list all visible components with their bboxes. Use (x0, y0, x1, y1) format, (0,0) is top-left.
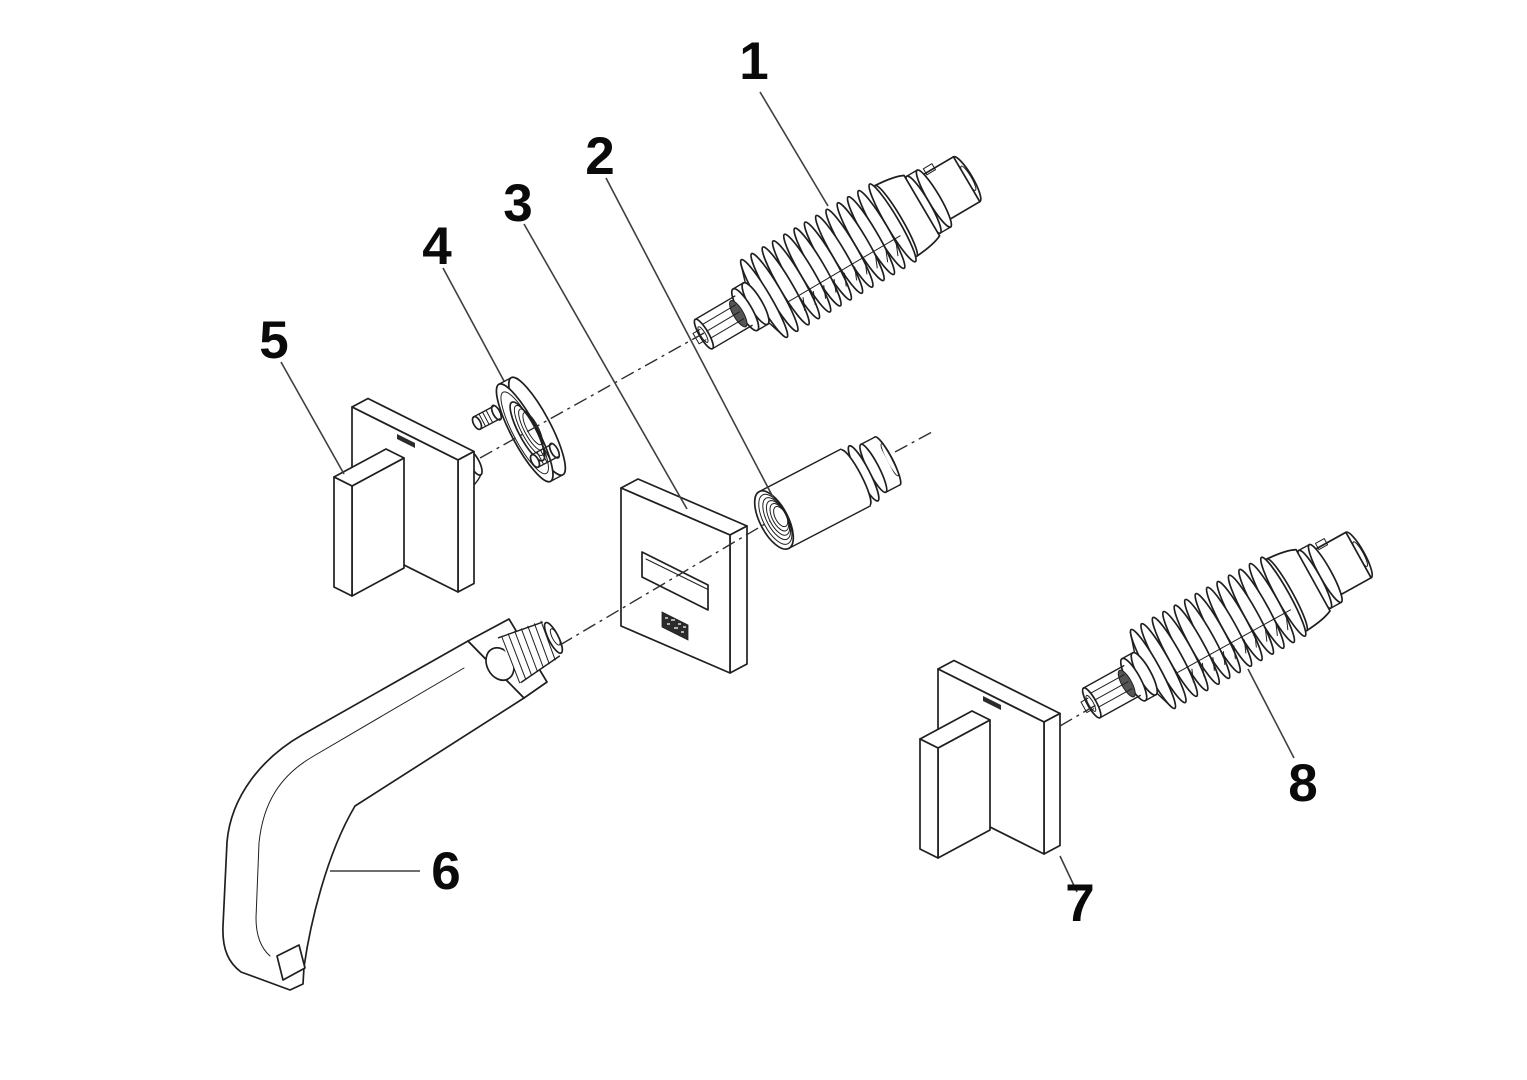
spout-thread-nipple (497, 620, 564, 684)
leader-line-4 (442, 267, 505, 382)
callout-4: 4 (422, 217, 452, 276)
leader-line-5 (280, 361, 345, 475)
part-3-escutcheon-plate (620, 478, 748, 674)
leader-line-3 (523, 223, 688, 510)
centerline-handle-valve-right (1059, 704, 1097, 727)
callout-5: 5 (259, 311, 288, 370)
plate-side-face (729, 525, 748, 674)
callout-8: 8 (1288, 754, 1317, 813)
dornbracht-logo-badge (661, 611, 689, 641)
spout-slot-opening (641, 551, 709, 611)
callout-1: 1 (739, 32, 768, 91)
leader-line-7 (1059, 855, 1078, 893)
callout-6: 6 (431, 842, 460, 901)
centerline-handle-valve (479, 332, 705, 459)
leader-line-2 (605, 177, 776, 502)
part-5-handle-left (333, 397, 483, 597)
part-6-spout (222, 618, 564, 991)
spout-outlet-face (276, 944, 306, 981)
callout-3: 3 (503, 174, 532, 233)
leader-line-8 (1247, 668, 1295, 759)
spout-body (222, 640, 525, 991)
part-2-extension-nipple (753, 435, 902, 550)
centerline-spout-extension (559, 520, 771, 646)
leader-line-1 (759, 91, 829, 207)
callout-7: 7 (1065, 874, 1094, 933)
centerline-extension-rear (894, 431, 933, 453)
callout-2: 2 (585, 127, 614, 186)
